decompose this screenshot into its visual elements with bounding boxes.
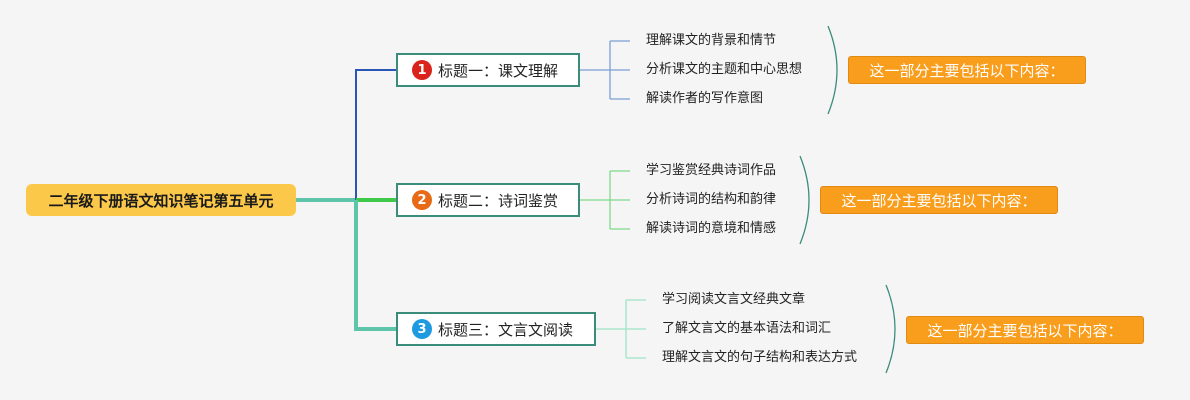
topic-3[interactable]: 3 标题三：文言文阅读 [396, 312, 596, 346]
topic-1[interactable]: 1 标题一：课文理解 [396, 53, 580, 87]
summary-bracket-1 [827, 25, 838, 115]
root-topic[interactable]: 二年级下册语文知识笔记第五单元 [26, 184, 296, 216]
summary-3[interactable]: 这一部分主要包括以下内容： [906, 316, 1144, 344]
topic-2[interactable]: 2 标题二：诗词鉴赏 [396, 183, 580, 217]
number-badge-1: 1 [412, 60, 432, 80]
summary-bracket-2 [799, 155, 810, 245]
summary-2[interactable]: 这一部分主要包括以下内容： [820, 186, 1058, 214]
leaf-connectors-3 [596, 299, 646, 359]
topic-label-1: 标题一：课文理解 [438, 61, 559, 80]
summary-1[interactable]: 这一部分主要包括以下内容： [848, 56, 1086, 84]
leaf-3-1[interactable]: 学习阅读文言文经典文章 [662, 292, 806, 307]
branch-connector-1 [355, 69, 396, 200]
number-badge-2: 2 [412, 190, 432, 210]
summary-bracket-3 [885, 284, 896, 374]
leaf-3-3[interactable]: 理解文言文的句子结构和表达方式 [662, 350, 858, 365]
leaf-2-1[interactable]: 学习鉴赏经典诗词作品 [646, 163, 777, 178]
leaf-3-2[interactable]: 了解文言文的基本语法和词汇 [662, 321, 832, 336]
leaf-connectors-2 [580, 170, 630, 230]
topic-label-2: 标题二：诗词鉴赏 [438, 191, 559, 210]
leaf-connectors-1 [580, 40, 630, 100]
branch-connector-3 [354, 200, 396, 331]
leaf-2-2[interactable]: 分析诗词的结构和韵律 [646, 192, 777, 207]
leaf-1-2[interactable]: 分析课文的主题和中心思想 [646, 62, 803, 77]
leaf-1-3[interactable]: 解读作者的写作意图 [646, 91, 764, 106]
number-badge-3: 3 [412, 319, 432, 339]
topic-label-3: 标题三：文言文阅读 [438, 320, 574, 339]
leaf-2-3[interactable]: 解读诗词的意境和情感 [646, 221, 777, 236]
leaf-1-1[interactable]: 理解课文的背景和情节 [646, 33, 777, 48]
